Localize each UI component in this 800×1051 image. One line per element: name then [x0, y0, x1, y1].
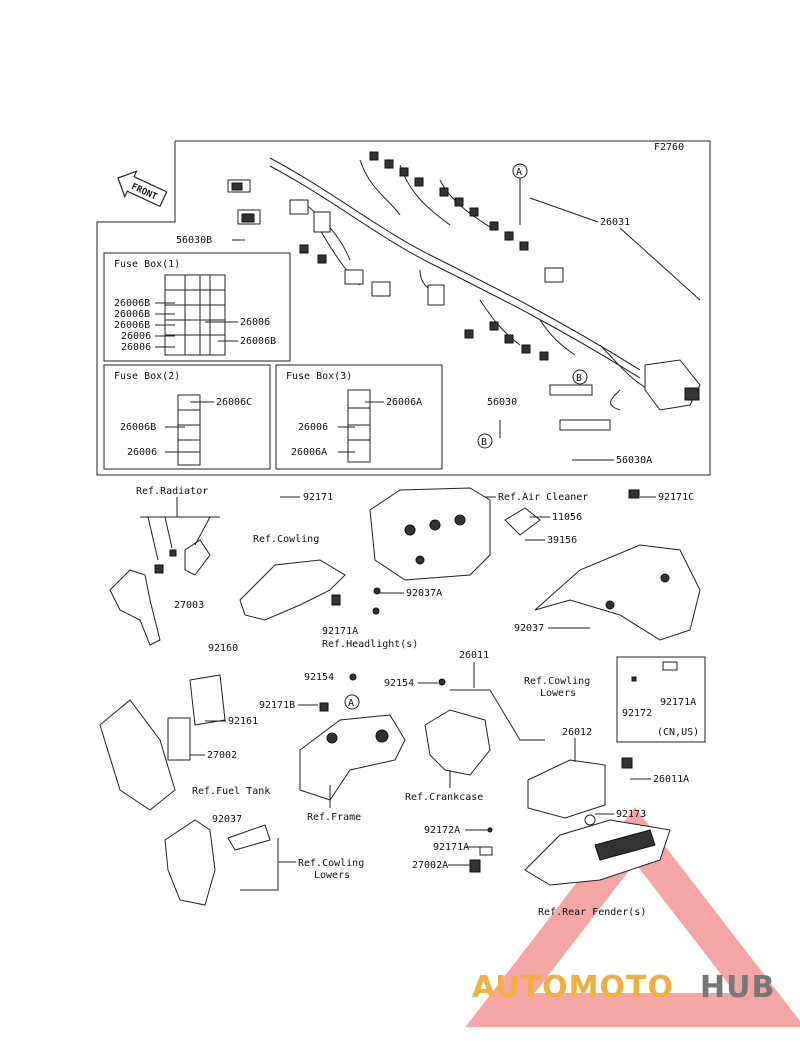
svg-text:27003: 27003: [174, 600, 204, 611]
svg-text:92154: 92154: [304, 672, 334, 683]
callout-b-top: B: [572, 369, 588, 385]
svg-text:26006B: 26006B: [114, 320, 150, 331]
lower-parts: A: [99, 487, 706, 906]
callout-b-bottom: B: [477, 433, 493, 449]
svg-text:Ref.Rear Fender(s): Ref.Rear Fender(s): [538, 907, 646, 918]
harness-frame: [96, 140, 711, 476]
svg-text:Ref.Headlight(s): Ref.Headlight(s): [322, 639, 418, 650]
svg-text:Ref.Cowling: Ref.Cowling: [253, 534, 319, 545]
svg-text:92171A: 92171A: [322, 626, 358, 637]
svg-text:26006: 26006: [121, 342, 151, 353]
svg-text:92171B: 92171B: [259, 700, 295, 711]
svg-text:A: A: [516, 167, 522, 178]
svg-text:Ref.Fuel Tank: Ref.Fuel Tank: [192, 786, 270, 797]
svg-text:Ref.Air Cleaner: Ref.Air Cleaner: [498, 492, 588, 503]
svg-text:92154: 92154: [384, 678, 414, 689]
svg-text:92160: 92160: [208, 643, 238, 654]
wire-harness: [227, 151, 701, 438]
svg-text:(CN,US): (CN,US): [657, 727, 699, 738]
svg-text:92171A: 92171A: [660, 697, 696, 708]
fuse-box-3: Fuse Box(3) 26006A 26006 26006A: [275, 364, 443, 470]
svg-text:26011: 26011: [459, 650, 489, 661]
svg-text:26006A: 26006A: [386, 397, 422, 408]
svg-text:B: B: [481, 437, 487, 448]
svg-text:AUTOMOTO: AUTOMOTO: [472, 970, 674, 1005]
svg-text:26006: 26006: [121, 331, 151, 342]
svg-text:Ref.Radiator: Ref.Radiator: [136, 486, 208, 497]
fuse-box-3-title: Fuse Box(3): [286, 371, 352, 382]
svg-text:92171: 92171: [303, 492, 333, 503]
fuse-box-1: Fuse Box(1) 26006B 26006B 26006B 26006 2…: [103, 252, 291, 362]
svg-text:27002A: 27002A: [412, 860, 448, 871]
svg-text:92172: 92172: [622, 708, 652, 719]
fuse-box-1-title: Fuse Box(1): [114, 259, 180, 270]
svg-text:92171A: 92171A: [433, 842, 469, 853]
watermark-text: AUTOMOTO HUB: [472, 970, 775, 1005]
svg-text:HUB: HUB: [700, 970, 775, 1005]
svg-text:92037A: 92037A: [406, 588, 442, 599]
callout-a-top: A: [512, 163, 528, 225]
svg-text:26006B: 26006B: [240, 336, 276, 347]
svg-text:Ref.Crankcase: Ref.Crankcase: [405, 792, 483, 803]
label-56030a: 56030A: [616, 455, 652, 466]
svg-text:26006: 26006: [298, 422, 328, 433]
fuse-box-2-title: Fuse Box(2): [114, 371, 180, 382]
svg-text:92171C: 92171C: [658, 492, 694, 503]
svg-text:B: B: [576, 373, 582, 384]
svg-text:27002: 27002: [207, 750, 237, 761]
svg-text:26006A: 26006A: [291, 447, 327, 458]
svg-text:26011A: 26011A: [653, 774, 689, 785]
svg-text:92037: 92037: [514, 623, 544, 634]
watermark-logo: [465, 807, 800, 1027]
fuse-box-2: Fuse Box(2) 26006C 26006B 26006: [103, 364, 271, 470]
svg-text:26006: 26006: [240, 317, 270, 328]
svg-text:26012: 26012: [562, 727, 592, 738]
svg-text:39156: 39156: [547, 535, 577, 546]
label-26031: 26031: [600, 217, 630, 228]
svg-text:92161: 92161: [228, 716, 258, 727]
svg-text:A: A: [348, 698, 354, 709]
front-arrow-icon: FRONT: [117, 170, 168, 208]
figure-code: F2760: [654, 142, 684, 153]
svg-text:92037: 92037: [212, 814, 242, 825]
svg-text:26006B: 26006B: [114, 298, 150, 309]
svg-text:26006C: 26006C: [216, 397, 252, 408]
part-labels: Ref.Radiator 92171 Ref.Air Cleaner 92171…: [136, 486, 699, 918]
label-56030: 56030: [487, 397, 517, 408]
svg-text:92172A: 92172A: [424, 825, 460, 836]
svg-text:26006B: 26006B: [114, 309, 150, 320]
label-56030b: 56030B: [176, 235, 212, 246]
svg-text:Ref.Frame: Ref.Frame: [307, 812, 361, 823]
svg-text:11056: 11056: [552, 512, 582, 523]
svg-text:92173: 92173: [616, 809, 646, 820]
svg-text:26006: 26006: [127, 447, 157, 458]
svg-text:26006B: 26006B: [120, 422, 156, 433]
